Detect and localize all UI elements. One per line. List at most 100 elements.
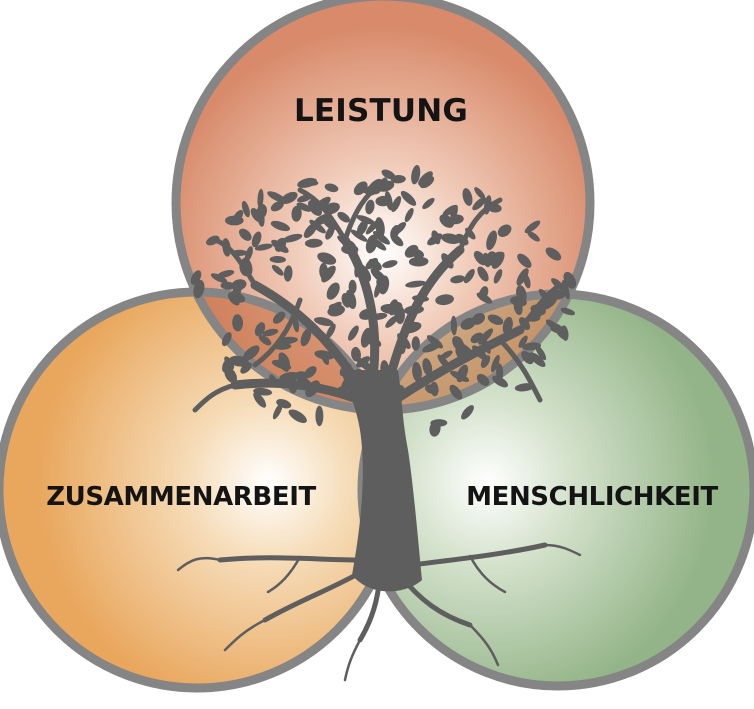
leaf	[241, 200, 250, 218]
leaf	[271, 239, 289, 253]
leaf	[254, 243, 273, 251]
leaf	[292, 316, 300, 333]
leaf	[257, 188, 264, 209]
leaf	[471, 312, 485, 325]
leaf	[362, 381, 375, 394]
leaf	[297, 194, 312, 203]
leaf	[560, 307, 575, 316]
leaf	[513, 299, 523, 316]
leaf	[356, 220, 368, 236]
leaf	[348, 279, 357, 294]
leaf	[262, 328, 279, 337]
leaf	[365, 220, 379, 235]
leaf	[239, 260, 251, 277]
leaf	[356, 215, 375, 225]
leaf	[360, 327, 372, 348]
leaf	[472, 345, 488, 361]
leaf	[339, 363, 352, 377]
leaf	[400, 190, 417, 206]
leaf	[324, 183, 339, 193]
leaf	[351, 346, 361, 362]
leaf	[450, 315, 458, 336]
leaf	[517, 253, 532, 268]
leaf	[514, 383, 535, 392]
leaf	[521, 350, 534, 365]
leaf	[251, 231, 262, 248]
leaf	[424, 384, 439, 395]
leaf	[405, 280, 427, 288]
leaf	[516, 285, 527, 303]
leaf	[321, 351, 330, 365]
leaf	[476, 373, 490, 386]
leaf	[301, 179, 319, 186]
leaf	[418, 171, 433, 186]
leaf	[393, 221, 407, 235]
leaf	[273, 342, 292, 350]
leaf	[502, 316, 513, 335]
leaf	[309, 219, 326, 234]
leaf	[269, 255, 286, 264]
leaf	[487, 203, 502, 213]
leaf	[313, 213, 332, 226]
leaf	[450, 370, 470, 382]
leaf	[341, 292, 352, 308]
leaf	[491, 251, 505, 269]
leaf	[441, 253, 454, 269]
leaf	[561, 280, 570, 300]
leaf	[427, 233, 443, 246]
leaf	[523, 273, 531, 289]
label-menschlichkeit: MENSCHLICHKEIT	[466, 482, 718, 512]
leaf	[373, 231, 390, 245]
leaf	[527, 231, 540, 242]
leaf	[269, 374, 279, 388]
leaf	[317, 252, 337, 265]
leaf	[270, 201, 284, 212]
leaf	[422, 341, 442, 353]
leaf	[254, 322, 266, 337]
leaf	[389, 384, 405, 395]
leaf	[493, 269, 503, 284]
leaf	[370, 268, 387, 284]
leaf	[281, 191, 298, 204]
leaf	[435, 294, 454, 306]
leaf	[351, 368, 363, 388]
leaf	[441, 233, 461, 244]
leaf	[411, 165, 421, 185]
leaf	[529, 352, 546, 367]
leaf	[239, 228, 252, 241]
leaf	[282, 233, 303, 243]
leaf	[297, 375, 314, 392]
leaf	[474, 187, 486, 200]
leaf	[371, 312, 388, 320]
leaf	[296, 202, 312, 212]
leaf	[277, 378, 294, 386]
leaf	[328, 303, 345, 313]
leaf	[253, 392, 267, 408]
leaf	[243, 345, 260, 361]
leaf	[411, 336, 420, 351]
leaf	[277, 336, 298, 345]
leaf	[222, 238, 231, 257]
leaf	[554, 323, 568, 340]
leaf	[454, 341, 472, 353]
leaf	[390, 174, 406, 184]
leaf	[450, 275, 465, 284]
leaf	[228, 355, 249, 367]
leaf	[404, 244, 419, 258]
leaf	[304, 366, 317, 379]
label-zusammenarbeit: ZUSAMMENARBEIT	[46, 482, 316, 512]
leaf	[518, 335, 528, 348]
leaf	[381, 169, 396, 180]
leaf	[291, 205, 302, 222]
leaf	[492, 375, 508, 388]
leaf	[437, 354, 451, 371]
leaf	[497, 224, 512, 237]
leaf	[300, 328, 312, 347]
leaf	[397, 333, 411, 349]
leaf	[278, 352, 290, 368]
leaf	[313, 196, 331, 212]
leaf	[391, 196, 402, 212]
leaf	[228, 291, 246, 303]
leaf	[326, 323, 336, 339]
